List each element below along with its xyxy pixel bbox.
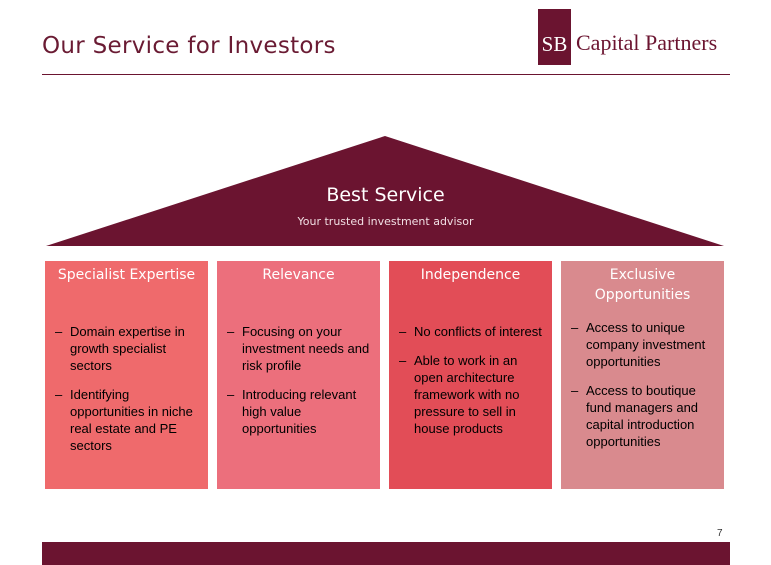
roof-subtitle: Your trusted investment advisor [297, 215, 474, 228]
pillar-relevance: Relevance –Focusing on your investment n… [217, 261, 380, 489]
company-logo: SB Capital Partners [538, 9, 717, 65]
pillar-specialist-expertise: Specialist Expertise –Domain expertise i… [45, 261, 208, 489]
pillar-title: Relevance [262, 267, 335, 283]
pillar-bullet: –Domain expertise in growth specialist s… [55, 324, 185, 373]
pillar-independence: Independence –No conflicts of interest –… [389, 261, 552, 489]
roof-title: Best Service [326, 184, 445, 206]
pillar-bullet: –Access to boutique fund managers and ca… [571, 383, 699, 449]
pillar-bullet: –No conflicts of interest [399, 324, 542, 339]
pillar-title: Exclusive Opportunities [594, 267, 691, 303]
pillar-bullet: –Focusing on your investment needs and r… [227, 324, 370, 373]
pillar-bullet: –Introducing relevant high value opportu… [227, 387, 357, 436]
footer-bar [42, 542, 730, 565]
roof-shape [46, 136, 724, 246]
page-number: 7 [717, 528, 723, 539]
logo-mark: SB [538, 9, 571, 65]
pillar-bullet: –Able to work in an open architecture fr… [399, 353, 520, 436]
pillar-bullet: –Identifying opportunities in niche real… [55, 387, 193, 453]
pillar-exclusive-opportunities: Exclusive Opportunities –Access to uniqu… [561, 261, 724, 489]
pillar-title: Specialist Expertise [57, 267, 196, 283]
pillar-bullet: –Access to unique company investment opp… [571, 320, 706, 369]
pillar-title: Independence [420, 267, 521, 283]
logo-text: Capital Partners [576, 30, 718, 55]
page-title: Our Service for Investors [42, 33, 336, 59]
header-divider [42, 74, 730, 75]
